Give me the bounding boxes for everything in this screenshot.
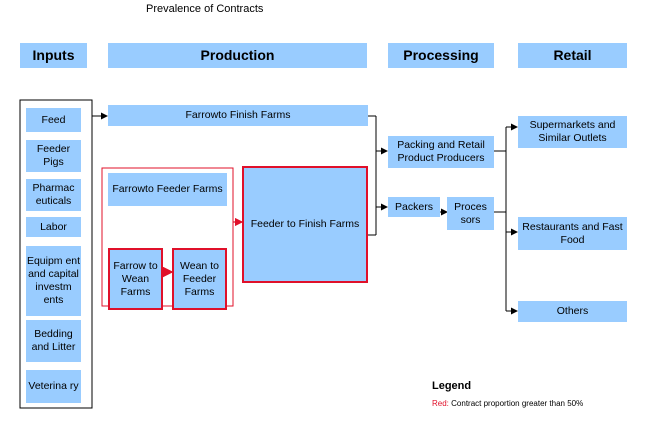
input-equipment: Equipm ent and capital investm ents [26,246,81,316]
others: Others [518,301,627,322]
restaurants-and-fast-food: Restaurants and Fast Food [518,217,627,250]
header-processing: Processing [388,43,494,68]
input-feed: Feed [26,108,81,132]
farrow-to-feeder-farms: Farrowto Feeder Farms [108,173,227,206]
input-veterinary: Veterina ry [26,370,81,403]
packing-and-retail-producers: Packing and Retail Product Producers [388,136,494,168]
farrow-to-finish-farms: Farrowto Finish Farms [108,105,368,126]
header-retail: Retail [518,43,627,68]
processors: Proces sors [447,197,494,230]
input-bedding: Bedding and Litter [26,320,81,362]
farrow-to-wean-farms: Farrow to Wean Farms [108,248,163,310]
supermarkets-and-similar-outlets: Supermarkets and Similar Outlets [518,116,627,148]
legend-title: Legend [432,380,472,392]
feeder-to-finish-farms: Feeder to Finish Farms [242,166,368,283]
packers: Packers [388,197,440,217]
legend-entry: Red: Contract proportion greater than 50… [432,399,583,408]
input-pharmaceuticals: Pharmac euticals [26,179,81,211]
input-labor: Labor [26,217,81,237]
inputs-group-outline [19,99,93,409]
wean-to-feeder-farms: Wean to Feeder Farms [172,248,227,310]
header-production: Production [108,43,367,68]
input-feeder-pigs: Feeder Pigs [26,140,81,172]
farrow-to-feeder-group-outline [101,167,234,307]
header-inputs: Inputs [20,43,87,68]
legend-key: Red: [432,399,449,408]
diagram-title: Prevalence of Contracts [146,3,264,15]
legend-description: Contract proportion greater than 50% [451,399,584,408]
